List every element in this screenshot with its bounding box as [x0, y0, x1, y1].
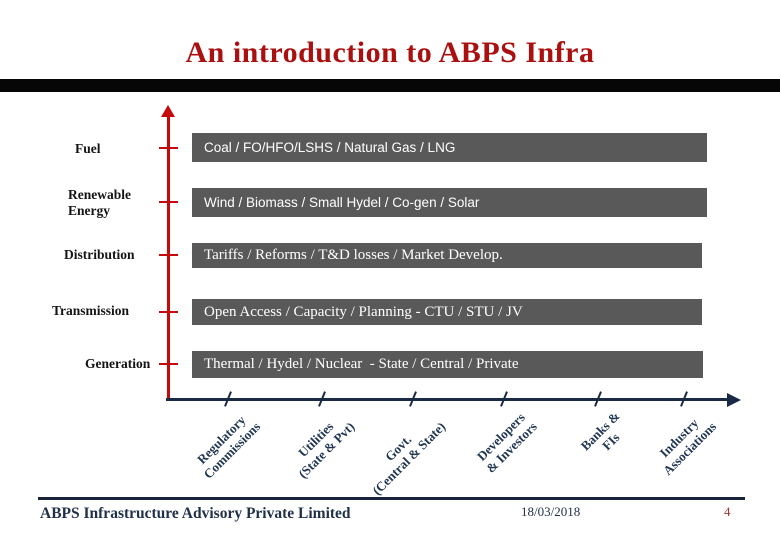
vertical-axis-tick — [159, 201, 178, 203]
bar-renewable: Wind / Biomass / Small Hydel / Co-gen / … — [192, 188, 707, 217]
row-label-renewable: Renewable Energy — [68, 187, 131, 218]
stakeholder-govt: Govt. (Central & State) — [369, 418, 449, 498]
stakeholder-utilities: Utilities (State & Pvt) — [295, 418, 358, 482]
arrow-right-icon — [727, 392, 741, 407]
horizontal-axis-line — [166, 398, 728, 401]
vertical-axis-line — [167, 116, 170, 400]
stakeholder-regulatory-commissions: Regulatory Commissions — [194, 412, 264, 482]
bar-renewable-text: Wind / Biomass / Small Hydel / Co-gen / … — [204, 195, 480, 210]
bar-distribution-text: Tariffs / Reforms / T&D losses / Market … — [204, 247, 503, 263]
bar-transmission-text: Open Access / Capacity / Planning - CTU … — [204, 303, 523, 320]
bar-generation: Thermal / Hydel / Nuclear - State / Cent… — [192, 351, 703, 378]
stakeholder-banks-fis: Banks & FIs — [577, 408, 623, 454]
footer-company-name: ABPS Infrastructure Advisory Private Lim… — [40, 505, 351, 522]
footer-date: 18/03/2018 — [521, 504, 581, 519]
stakeholder-industry-associations: Industry Associations — [656, 415, 720, 478]
footer-divider — [38, 497, 745, 500]
title-divider-bar — [0, 79, 780, 92]
bar-generation-text: Thermal / Hydel / Nuclear - State / Cent… — [204, 356, 519, 372]
bar-transmission: Open Access / Capacity / Planning - CTU … — [192, 299, 702, 325]
slide-title: An introduction to ABPS Infra — [185, 36, 595, 69]
vertical-axis-tick — [159, 254, 178, 256]
footer-page-number: 4 — [724, 504, 731, 519]
vertical-axis-tick — [159, 147, 178, 149]
row-label-distribution: Distribution — [64, 247, 135, 262]
arrow-up-icon — [161, 105, 175, 117]
vertical-axis-tick — [159, 311, 178, 313]
stakeholder-developers-investors: Developers & Investors — [473, 409, 540, 476]
bar-fuel-text: Coal / FO/HFO/LSHS / Natural Gas / LNG — [204, 140, 456, 155]
vertical-axis-tick — [159, 363, 178, 365]
row-label-fuel: Fuel — [75, 141, 101, 156]
row-label-transmission: Transmission — [52, 303, 130, 318]
bar-distribution: Tariffs / Reforms / T&D losses / Market … — [192, 243, 702, 268]
row-label-generation: Generation — [85, 356, 151, 371]
bar-fuel: Coal / FO/HFO/LSHS / Natural Gas / LNG — [192, 133, 707, 162]
